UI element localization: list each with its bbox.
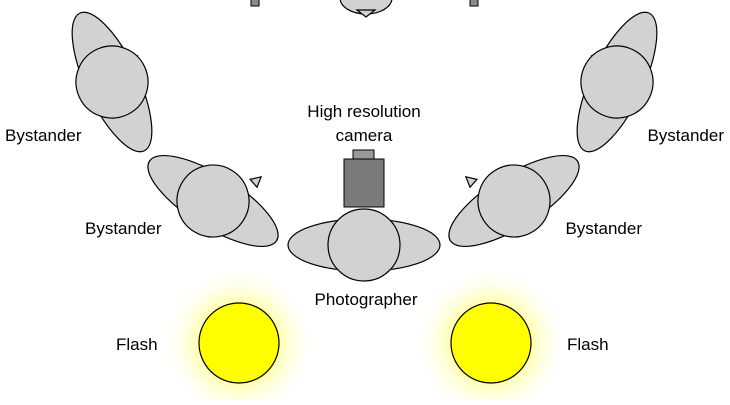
bystander-lower-right-figure <box>448 154 580 248</box>
photographer-label: Photographer <box>314 290 417 309</box>
flash-left-icon <box>163 267 315 405</box>
nose-marker <box>248 175 263 189</box>
camera-label-line1: High resolution <box>307 102 420 121</box>
bystander-upper-left-figure <box>71 11 153 153</box>
nose-marker <box>464 175 479 189</box>
bystander-lower-right-label: Bystander <box>565 219 642 238</box>
camera-label-line2: camera <box>336 126 393 145</box>
flash-right-label: Flash <box>567 335 609 354</box>
camera-icon <box>343 149 385 208</box>
bystander-upper-left-label: Bystander <box>5 126 82 145</box>
flash-right-icon <box>415 267 567 405</box>
bystander-upper-right-figure <box>576 11 658 153</box>
bystander-lower-left-figure <box>147 154 279 248</box>
bystander-lower-left-label: Bystander <box>85 219 162 238</box>
flash-left-label: Flash <box>116 335 158 354</box>
photographer-figure <box>287 149 441 282</box>
top-center-person <box>250 0 479 18</box>
bystander-upper-right-label: Bystander <box>647 126 724 145</box>
